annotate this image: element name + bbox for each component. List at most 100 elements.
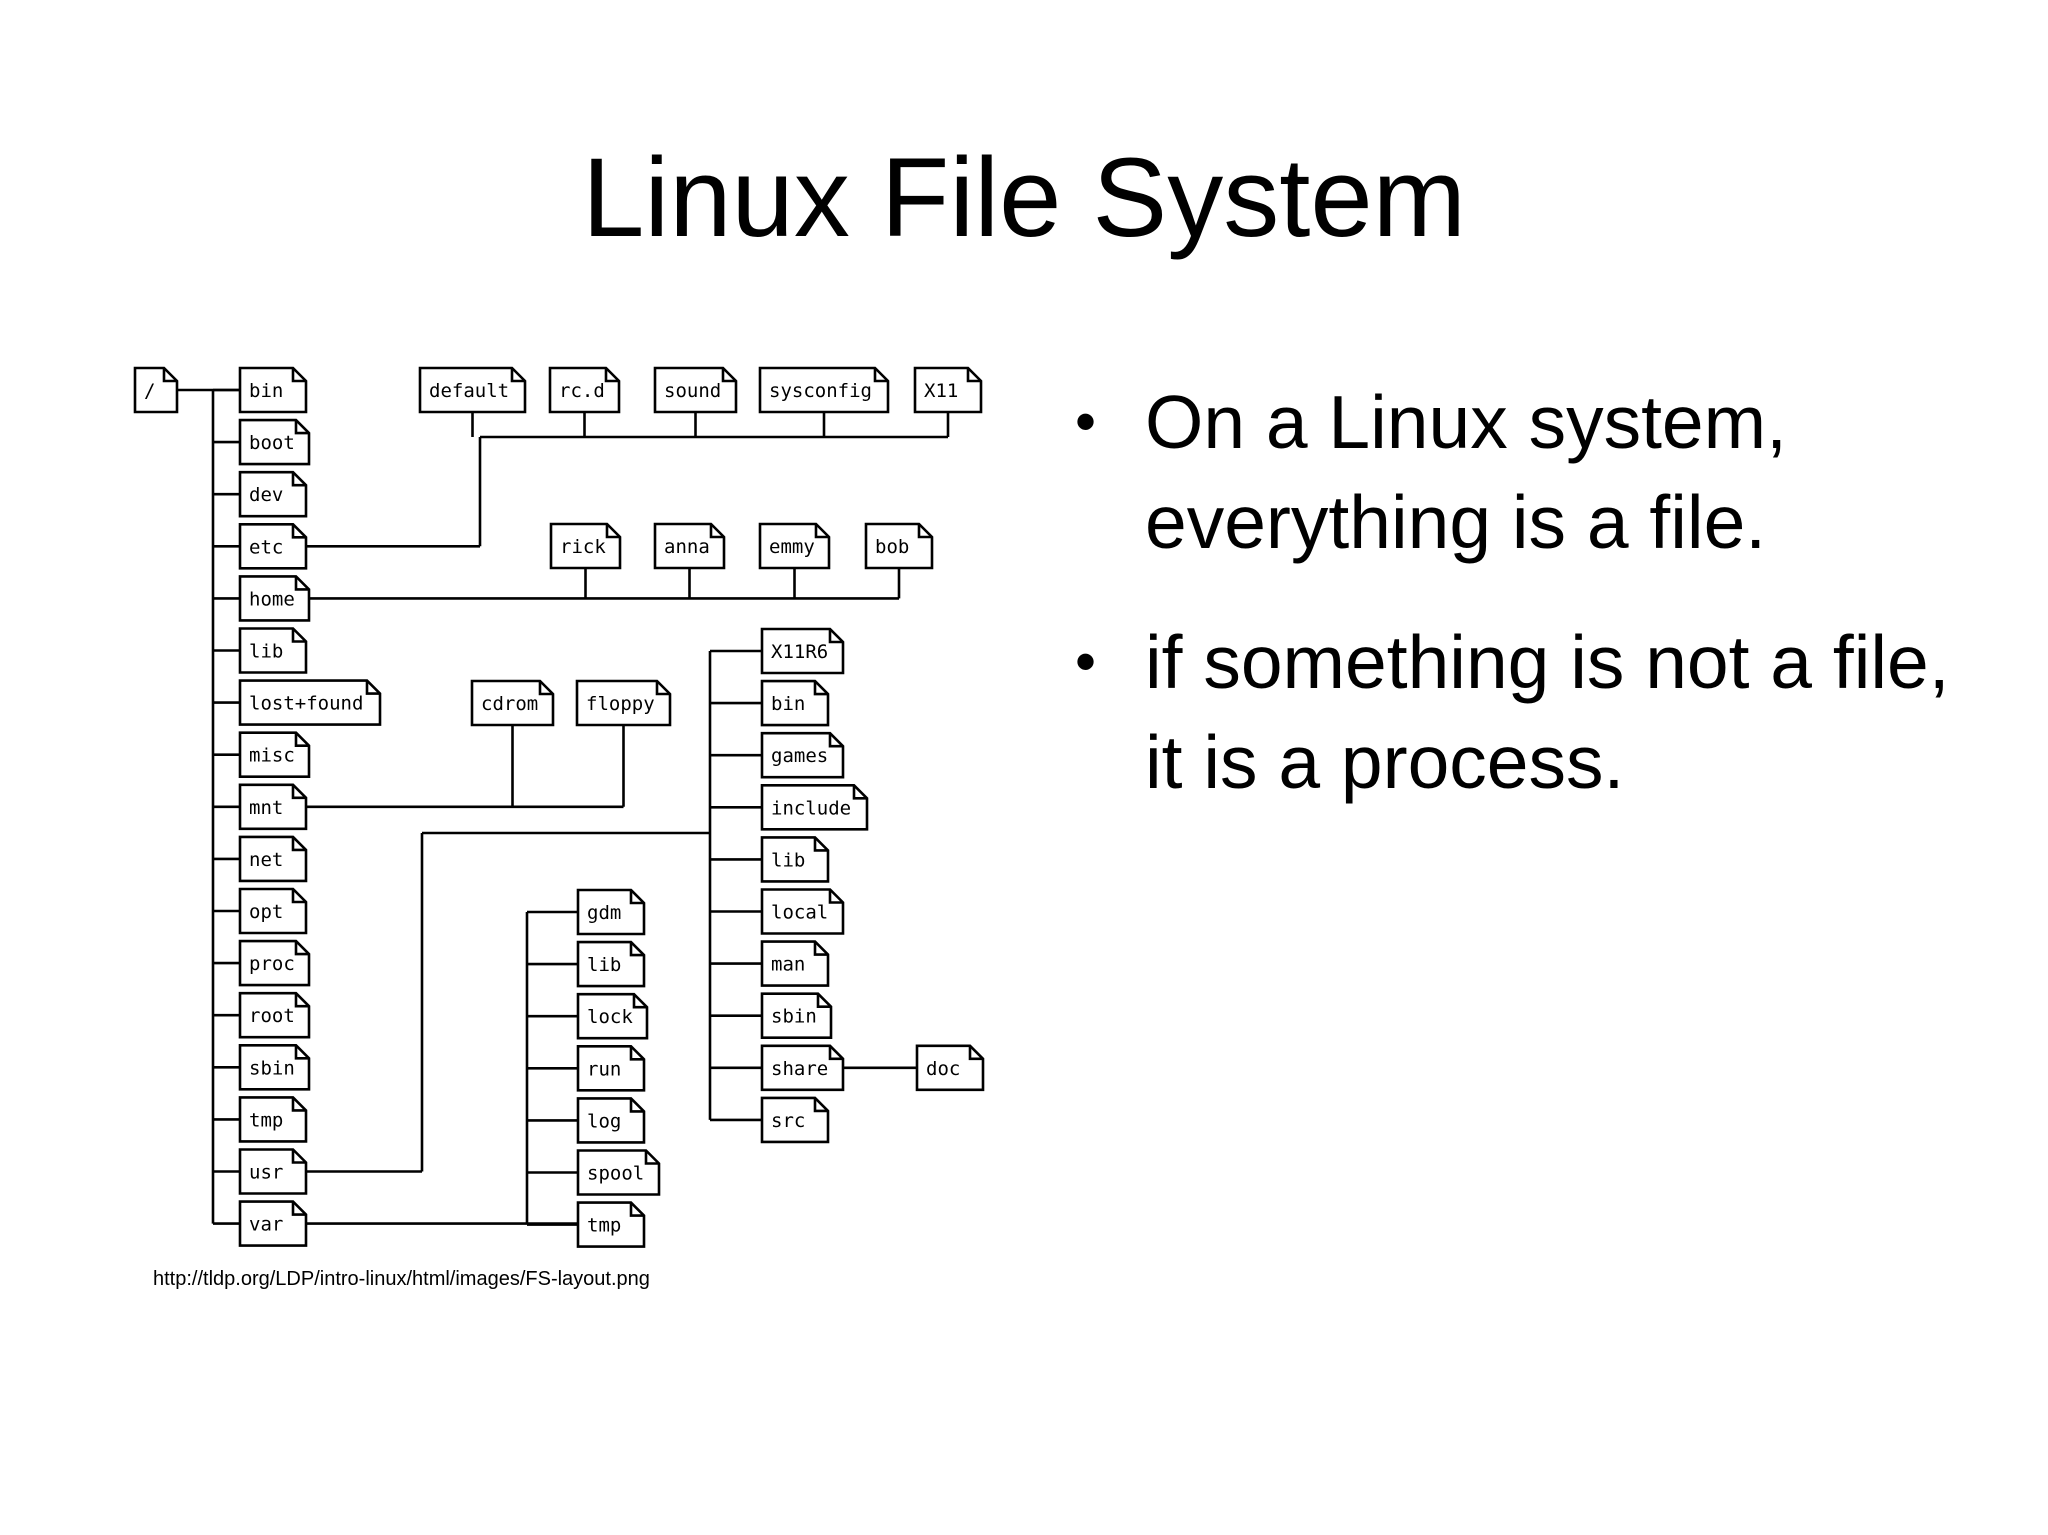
directory-label: lost+found bbox=[249, 693, 363, 715]
directory-label: local bbox=[771, 902, 828, 924]
bullet-list: • On a Linux system, everything is a file… bbox=[1075, 372, 1975, 852]
file-icon bbox=[760, 679, 830, 727]
file-icon bbox=[548, 366, 621, 414]
directory-node: bob bbox=[864, 522, 934, 570]
file-fold-icon bbox=[709, 524, 724, 539]
directory-node: games bbox=[760, 731, 845, 779]
file-fold-icon bbox=[814, 524, 829, 539]
directory-node: lost+found bbox=[238, 679, 382, 726]
file-icon bbox=[758, 366, 890, 414]
image-source-link[interactable]: http://tldp.org/LDP/intro-linux/html/ima… bbox=[153, 1268, 650, 1290]
directory-label: sbin bbox=[249, 1057, 295, 1079]
file-fold-icon bbox=[605, 524, 620, 539]
file-icon bbox=[760, 888, 845, 935]
bullet-dot-icon: • bbox=[1075, 388, 1097, 455]
file-fold-icon bbox=[291, 836, 306, 852]
directory-label: games bbox=[771, 745, 828, 767]
directory-label: / bbox=[144, 380, 155, 402]
directory-label: net bbox=[249, 849, 283, 871]
directory-label: bob bbox=[875, 536, 909, 558]
directory-node: spool bbox=[576, 1149, 661, 1196]
bullet-text: On a Linux system, everything is a file. bbox=[1145, 380, 1787, 564]
file-fold-icon bbox=[291, 1201, 306, 1216]
file-icon bbox=[760, 731, 845, 779]
directory-label: lib bbox=[587, 954, 621, 976]
file-fold-icon bbox=[294, 420, 309, 435]
file-fold-icon bbox=[294, 576, 309, 591]
file-icon bbox=[760, 1096, 830, 1144]
directory-label: sbin bbox=[771, 1006, 817, 1028]
file-icon bbox=[913, 366, 983, 414]
directory-node: lib bbox=[576, 940, 646, 988]
directory-node: var bbox=[238, 1200, 308, 1247]
slide-title: Linux File System bbox=[582, 135, 1466, 260]
file-fold-icon bbox=[291, 472, 306, 487]
directory-label: var bbox=[249, 1214, 283, 1236]
directory-node: include bbox=[760, 784, 869, 831]
file-fold-icon bbox=[813, 837, 828, 852]
file-icon bbox=[915, 1044, 985, 1092]
directory-label: doc bbox=[926, 1058, 960, 1080]
file-fold-icon bbox=[813, 1097, 828, 1113]
file-fold-icon bbox=[291, 628, 306, 643]
directory-node: dev bbox=[238, 470, 308, 518]
file-fold-icon bbox=[721, 368, 736, 383]
file-fold-icon bbox=[291, 889, 306, 904]
file-fold-icon bbox=[629, 890, 644, 905]
file-fold-icon bbox=[538, 681, 553, 696]
directory-label: share bbox=[771, 1058, 828, 1080]
file-icon bbox=[238, 418, 311, 466]
file-icon bbox=[238, 731, 311, 778]
directory-label: src bbox=[771, 1110, 805, 1132]
file-fold-icon bbox=[917, 524, 932, 539]
file-icon bbox=[760, 784, 869, 831]
file-fold-icon bbox=[629, 1046, 644, 1061]
file-fold-icon bbox=[966, 368, 981, 383]
directory-label: usr bbox=[249, 1162, 283, 1184]
directory-node: anna bbox=[653, 522, 726, 570]
directory-node: mnt bbox=[238, 783, 308, 831]
file-icon bbox=[238, 1200, 308, 1247]
directory-label: log bbox=[587, 1110, 621, 1132]
directory-label: bin bbox=[771, 693, 805, 715]
file-fold-icon bbox=[632, 994, 647, 1009]
file-fold-icon bbox=[291, 784, 306, 800]
file-fold-icon bbox=[162, 368, 177, 383]
directory-label: sysconfig bbox=[769, 380, 872, 402]
file-fold-icon bbox=[644, 1150, 659, 1165]
file-fold-icon bbox=[629, 1098, 644, 1113]
directory-label: emmy bbox=[769, 536, 815, 558]
file-icon bbox=[549, 522, 622, 570]
directory-label: rc.d bbox=[559, 380, 605, 402]
file-icon bbox=[576, 1045, 646, 1092]
file-fold-icon bbox=[294, 941, 309, 956]
file-icon bbox=[653, 366, 738, 414]
directory-label: opt bbox=[249, 901, 283, 923]
directory-label: include bbox=[771, 797, 851, 819]
directory-label: cdrom bbox=[481, 693, 538, 715]
file-icon bbox=[760, 836, 830, 883]
directory-node: run bbox=[576, 1045, 646, 1092]
directory-node: rc.d bbox=[548, 366, 621, 414]
directory-node: usr bbox=[238, 1148, 308, 1195]
file-fold-icon bbox=[294, 993, 309, 1008]
file-fold-icon bbox=[604, 368, 619, 383]
directory-label: tmp bbox=[249, 1109, 283, 1131]
file-fold-icon bbox=[828, 733, 843, 748]
directory-label: etc bbox=[249, 536, 283, 558]
directory-node: lib bbox=[238, 627, 308, 674]
file-icon bbox=[575, 679, 672, 727]
file-fold-icon bbox=[365, 680, 380, 695]
directory-label: tmp bbox=[587, 1215, 621, 1237]
directory-label: home bbox=[249, 588, 295, 610]
file-icon bbox=[238, 470, 308, 518]
file-fold-icon bbox=[655, 681, 670, 696]
directory-node: etc bbox=[238, 523, 308, 570]
file-fold-icon bbox=[968, 1045, 983, 1061]
directory-label: sound bbox=[664, 380, 721, 402]
directory-label: mnt bbox=[249, 797, 283, 819]
directory-node: floppy bbox=[575, 679, 672, 727]
directory-node: X11 bbox=[913, 366, 983, 414]
directory-label: lib bbox=[249, 641, 283, 663]
file-icon bbox=[576, 1201, 646, 1248]
